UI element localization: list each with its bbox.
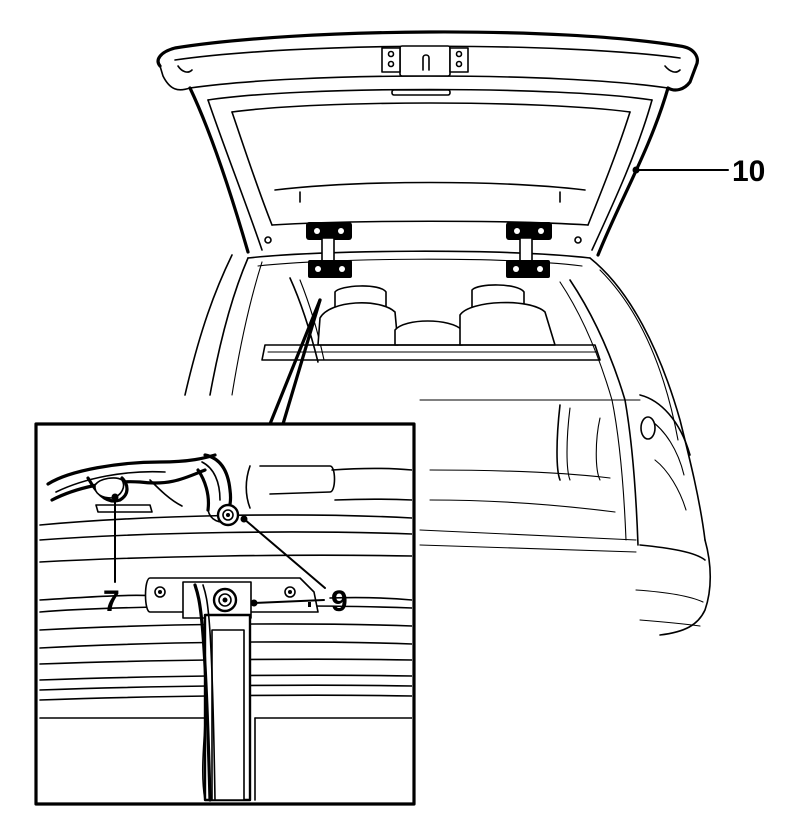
leader-lines <box>111 166 729 607</box>
left-hinge <box>306 222 352 278</box>
callout-label-9: 9 <box>331 585 348 618</box>
detail-inset <box>34 422 416 806</box>
callout-label-7: 7 <box>103 585 120 618</box>
car-body <box>184 250 711 636</box>
detail-pointer-lines <box>268 298 322 426</box>
tailgate <box>156 30 699 278</box>
right-hinge <box>506 222 552 278</box>
callout-label-10: 10 <box>732 155 765 188</box>
